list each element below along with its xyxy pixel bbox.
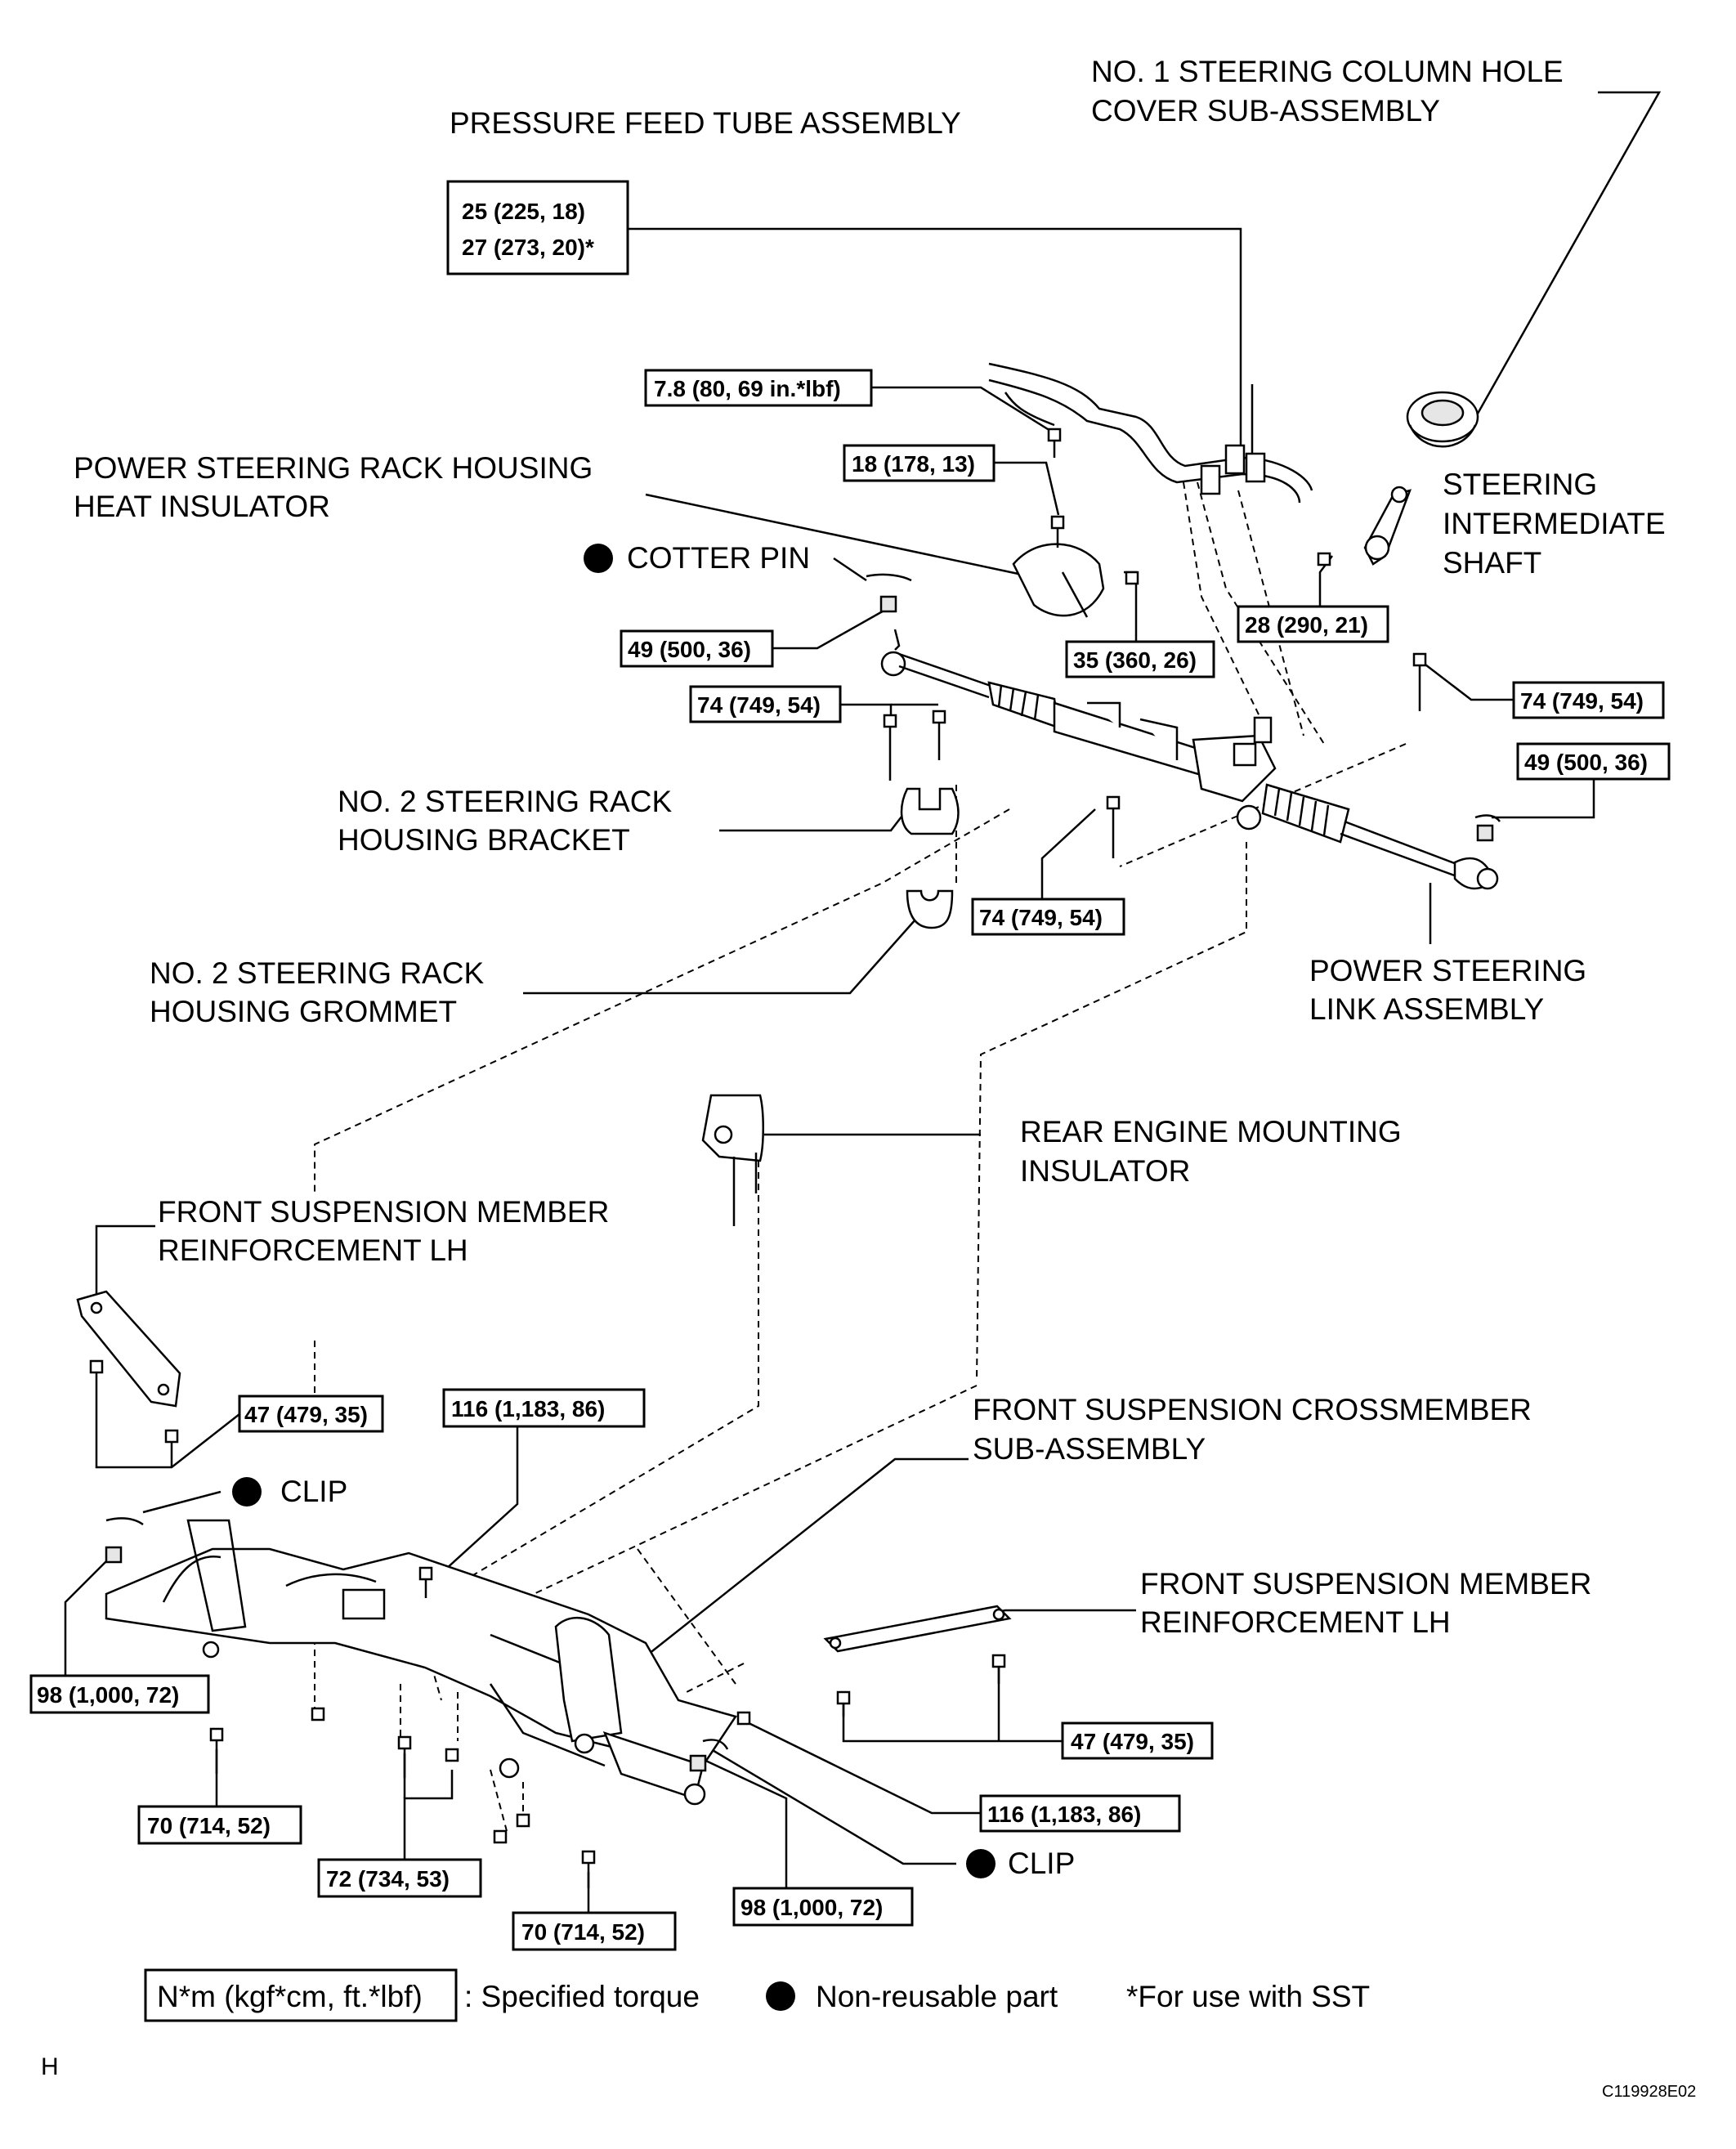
legend-specified-torque: : Specified torque [464,1980,700,2013]
label-intermediate-shaft-line1: STEERING [1443,468,1597,501]
non-reusable-dot-clip-left [232,1477,262,1507]
pressure-feed-tube-part [988,362,1313,504]
label-crossmember-line2: SUB-ASSEMBLY [973,1432,1206,1466]
torque-box-feed-tube [446,180,629,275]
engine-mount-part [701,1094,764,1226]
label-rack-grommet-line2: HOUSING GROMMET [150,995,457,1028]
column-hole-cover-part [1406,391,1479,448]
corner-letter: H [41,2053,59,2080]
steering-rack-part [880,629,1499,890]
torque-box-72 [317,1858,482,1898]
torque-98-right: 98 (1,000, 72) [740,1895,883,1920]
label-column-hole-cover-line2: COVER SUB-ASSEMBLY [1091,94,1440,128]
non-reusable-markers [232,544,996,1878]
torque-98-left: 98 (1,000, 72) [37,1682,179,1708]
label-clip-left: CLIP [280,1475,347,1508]
figure-code: C119928E02 [1602,2083,1696,2101]
torque-116-left: 116 (1,183, 86) [451,1396,605,1421]
torque-box-49-left [620,629,774,668]
label-rack-bracket-line2: HOUSING BRACKET [338,823,630,857]
torque-28: 28 (290, 21) [1245,612,1368,638]
torque-box-28 [1237,605,1389,643]
torque-18: 18 (178, 13) [852,451,975,477]
torque-35: 35 (360, 26) [1073,647,1197,673]
torque-boxes: 25 (225, 18) 27 (273, 20)* 7.8 (80, 69 i… [29,180,1671,1951]
leader-lines [64,91,1662,1913]
reinforcement-lh-right-part [823,1605,1012,1717]
torque-box-49-right [1516,742,1671,781]
torque-box-70-mid [512,1911,677,1951]
torque-74-left: 74 (749, 54) [697,692,821,718]
torque-box-116-right [979,1794,1181,1833]
label-link-assembly-line1: POWER STEERING [1309,954,1586,987]
torque-box-98-right [732,1887,914,1927]
label-reinforcement-right-line1: FRONT SUSPENSION MEMBER [1140,1567,1591,1601]
label-crossmember-line1: FRONT SUSPENSION CROSSMEMBER [973,1393,1532,1426]
torque-feed-tube-b: 27 (273, 20)* [462,235,594,260]
non-reusable-dot-clip-right [966,1849,996,1878]
label-reinforcement-top-line1: FRONT SUSPENSION MEMBER [158,1195,609,1229]
torque-box-47-right [1061,1721,1214,1760]
rack-bolts [883,652,1501,858]
reinforcement-lh-top-part [76,1290,181,1455]
non-reusable-dot-cotter-pin [584,544,613,573]
heat-insulator-part [1012,543,1105,618]
part-labels: PRESSURE FEED TUBE ASSEMBLY NO. 1 STEERI… [74,55,1666,1880]
small-bolts-top [1047,428,1331,585]
legend-non-reusable-dot [766,1981,795,2011]
label-rack-bracket-line1: NO. 2 STEERING RACK [338,785,672,818]
torque-74-right: 74 (749, 54) [1520,688,1644,714]
crossmember-part [105,1517,737,1806]
torque-box-116-left [442,1388,646,1428]
label-heat-insulator-line1: POWER STEERING RACK HOUSING [74,451,593,485]
crossmember-bolts [209,1566,751,1888]
torque-70-left: 70 (714, 52) [147,1813,271,1838]
legend-unit-text: N*m (kgf*cm, ft.*lbf) [157,1980,423,2013]
legend-unit-box [144,1968,458,2022]
torque-49-left: 49 (500, 36) [628,637,751,662]
torque-47-left: 47 (479, 35) [244,1402,368,1427]
label-reinforcement-right-line2: REINFORCEMENT LH [1140,1605,1451,1639]
torque-70-mid: 70 (714, 52) [521,1919,645,1945]
label-reinforcement-top-line2: REINFORCEMENT LH [158,1233,468,1267]
label-engine-mount-line2: INSULATOR [1020,1154,1190,1188]
cotter-pin-part [866,573,912,613]
label-engine-mount-line1: REAR ENGINE MOUNTING [1020,1115,1402,1148]
label-intermediate-shaft-line3: SHAFT [1443,546,1541,580]
torque-box-7-8 [644,369,873,407]
label-pressure-feed-tube: PRESSURE FEED TUBE ASSEMBLY [450,106,961,140]
label-cotter-pin: COTTER PIN [627,541,810,575]
legend: N*m (kgf*cm, ft.*lbf) : Specified torque… [144,1968,1370,2022]
rack-bracket-part [900,787,960,835]
rack-grommet-part [906,889,954,929]
label-heat-insulator-line2: HEAT INSULATOR [74,490,330,523]
torque-box-74-mid [971,898,1125,936]
torque-7-8: 7.8 (80, 69 in.*lbf) [654,376,841,401]
label-link-assembly-line2: LINK ASSEMBLY [1309,992,1544,1026]
torque-box-74-right [1512,681,1665,719]
label-column-hole-cover-line1: NO. 1 STEERING COLUMN HOLE [1091,55,1564,88]
label-clip-right: CLIP [1008,1847,1075,1880]
label-intermediate-shaft-line2: INTERMEDIATE [1443,507,1666,540]
torque-box-18 [843,444,996,482]
label-rack-grommet-line1: NO. 2 STEERING RACK [150,956,484,990]
legend-sst-note: *For use with SST [1126,1980,1370,2013]
torque-72: 72 (734, 53) [326,1866,450,1892]
legend-non-reusable-text: Non-reusable part [816,1980,1058,2013]
torque-116-right: 116 (1,183, 86) [987,1802,1141,1827]
torque-feed-tube-a: 25 (225, 18) [462,199,585,224]
torque-74-mid: 74 (749, 54) [979,905,1103,930]
torque-49-right: 49 (500, 36) [1524,750,1648,775]
intermediate-shaft-part [1363,486,1412,566]
torque-box-47-left [238,1395,384,1433]
torque-box-70-left [137,1805,302,1845]
torque-box-98-left [29,1674,210,1714]
torque-box-35 [1065,640,1215,678]
torque-47-right: 47 (479, 35) [1071,1729,1194,1754]
torque-box-74-left [689,685,842,723]
